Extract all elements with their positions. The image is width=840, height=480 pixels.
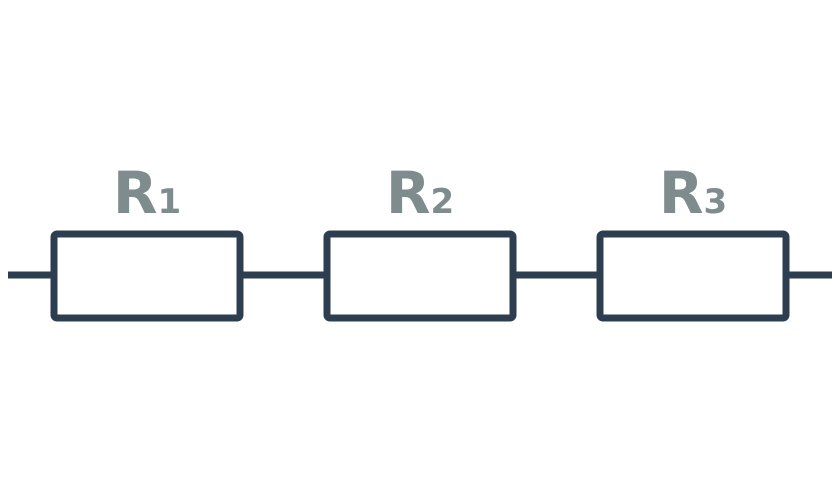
resistor-2-letter: R: [386, 159, 431, 227]
resistor-2-index: 2: [431, 182, 455, 222]
resistor-1-body: [50, 230, 244, 322]
resistor-2-body: [323, 230, 517, 322]
resistor-1-label: R1: [113, 159, 181, 227]
resistor-3-body: [596, 230, 790, 322]
resistor-2-label: R2: [386, 159, 454, 227]
resistor-3-label: R3: [659, 159, 727, 227]
resistor-1-letter: R: [113, 159, 158, 227]
resistor-1-index: 1: [158, 182, 182, 222]
resistor-3-letter: R: [659, 159, 704, 227]
resistor-3-index: 3: [704, 182, 728, 222]
